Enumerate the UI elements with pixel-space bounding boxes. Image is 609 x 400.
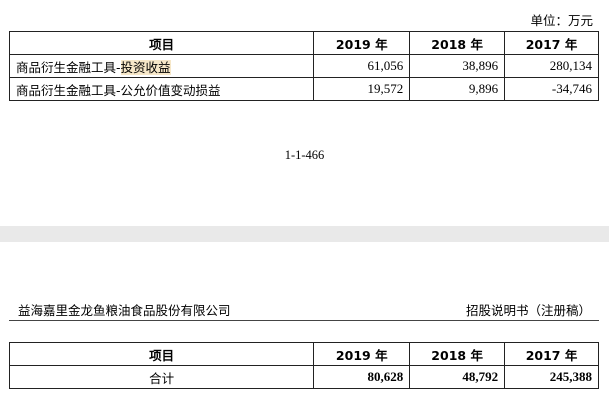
header-2018: 2018 年	[409, 342, 506, 366]
unit-label: 单位：万元	[530, 13, 593, 28]
value-2019: 80,628	[313, 365, 411, 389]
table-row-total: 合计 80,628 48,792 245,388	[8, 365, 599, 389]
page-separator	[0, 226, 609, 242]
header-2019: 2019 年	[313, 31, 411, 55]
row-label-highlight: 投资收益	[120, 59, 171, 75]
value-2017: 280,134	[504, 54, 599, 78]
table-row: 商品衍生金融工具-投资收益 61,056 38,896 280,134	[8, 54, 599, 78]
table-row: 商品衍生金融工具-公允价值变动损益 19,572 9,896 -34,746	[8, 77, 599, 101]
header-rule	[9, 320, 599, 321]
page-number: 1-1-466	[284, 148, 325, 162]
document-type: 招股说明书（注册稿）	[465, 303, 591, 318]
header-2018: 2018 年	[409, 31, 506, 55]
value-2019: 19,572	[313, 77, 411, 101]
row-label: 商品衍生金融工具-投资收益	[8, 54, 315, 78]
header-item: 项目	[8, 342, 315, 366]
value-2018: 38,896	[409, 54, 506, 78]
value-2019: 61,056	[313, 54, 411, 78]
row-label-prefix: 商品衍生金融工具-	[16, 59, 121, 75]
table-header-row: 项目 2019 年 2018 年 2017 年	[8, 342, 599, 366]
financial-table-top: 项目 2019 年 2018 年 2017 年 商品衍生金融工具-投资收益 61…	[8, 31, 599, 101]
row-label: 商品衍生金融工具-公允价值变动损益	[8, 77, 315, 101]
header-2017: 2017 年	[504, 31, 599, 55]
table-header-row: 项目 2019 年 2018 年 2017 年	[8, 31, 599, 55]
header-2019: 2019 年	[313, 342, 411, 366]
company-name: 益海嘉里金龙鱼粮油食品股份有限公司	[18, 303, 231, 318]
value-2018: 9,896	[409, 77, 506, 101]
financial-table-bottom: 项目 2019 年 2018 年 2017 年 合计 80,628 48,792…	[8, 342, 599, 389]
row-label-total: 合计	[8, 365, 315, 389]
header-2017: 2017 年	[504, 342, 599, 366]
header-item: 项目	[8, 31, 315, 55]
value-2017: 245,388	[504, 365, 599, 389]
value-2018: 48,792	[409, 365, 506, 389]
value-2017: -34,746	[504, 77, 599, 101]
